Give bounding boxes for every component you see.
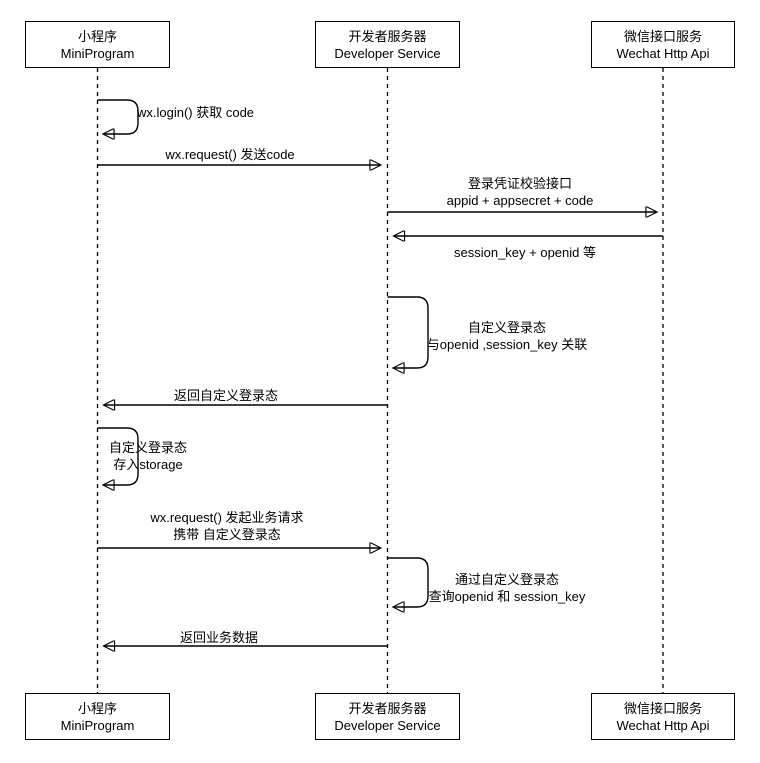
actor-box-miniprogram-bottom: 小程序 MiniProgram — [25, 693, 170, 740]
message-label-custom-login-state: 自定义登录态 与openid ,session_key 关联 — [426, 320, 588, 352]
self-loop-query-openid — [387, 557, 429, 607]
actor-en-label: Developer Service — [334, 45, 441, 61]
message-label-wx-request-send-code: wx.request() 发送code — [165, 147, 295, 162]
actor-zh-label: 开发者服务器 — [348, 28, 427, 44]
message-label-wx-login: wx.login() 获取 code — [137, 105, 255, 120]
actor-en-label: Developer Service — [334, 717, 441, 733]
message-label-store-storage: 自定义登录态 存入storage — [108, 440, 187, 472]
actor-zh-label: 微信接口服务 — [623, 28, 702, 44]
message-label-query-openid: 通过自定义登录态 查询openid 和 session_key — [428, 572, 586, 604]
actor-box-miniprogram-top: 小程序 MiniProgram — [25, 21, 170, 68]
message-label-return-custom-login-state: 返回自定义登录态 — [173, 388, 278, 403]
message-label-session-key-openid: session_key + openid 等 — [453, 245, 596, 260]
self-loop-store-storage — [97, 427, 139, 485]
self-loop-custom-login-state — [387, 296, 429, 368]
actor-box-developer-service-top: 开发者服务器 Developer Service — [315, 21, 460, 68]
actor-en-label: Wechat Http Api — [616, 717, 710, 733]
actor-zh-label: 小程序 — [77, 700, 117, 716]
message-label-return-business-data: 返回业务数据 — [179, 630, 258, 645]
actor-box-wechat-api-top: 微信接口服务 Wechat Http Api — [591, 21, 735, 68]
self-loop-wx-login — [97, 99, 139, 134]
actor-zh-label: 微信接口服务 — [623, 700, 702, 716]
actor-en-label: MiniProgram — [60, 45, 135, 61]
actor-en-label: Wechat Http Api — [616, 45, 710, 61]
message-label-login-credential-check: 登录凭证校验接口 appid + appsecret + code — [446, 176, 594, 208]
actor-zh-label: 开发者服务器 — [348, 700, 427, 716]
message-label-business-request: wx.request() 发起业务请求 携带 自定义登录态 — [150, 510, 304, 542]
actor-zh-label: 小程序 — [77, 28, 117, 44]
actor-en-label: MiniProgram — [60, 717, 135, 733]
actor-box-developer-service-bottom: 开发者服务器 Developer Service — [315, 693, 460, 740]
actor-box-wechat-api-bottom: 微信接口服务 Wechat Http Api — [591, 693, 735, 740]
